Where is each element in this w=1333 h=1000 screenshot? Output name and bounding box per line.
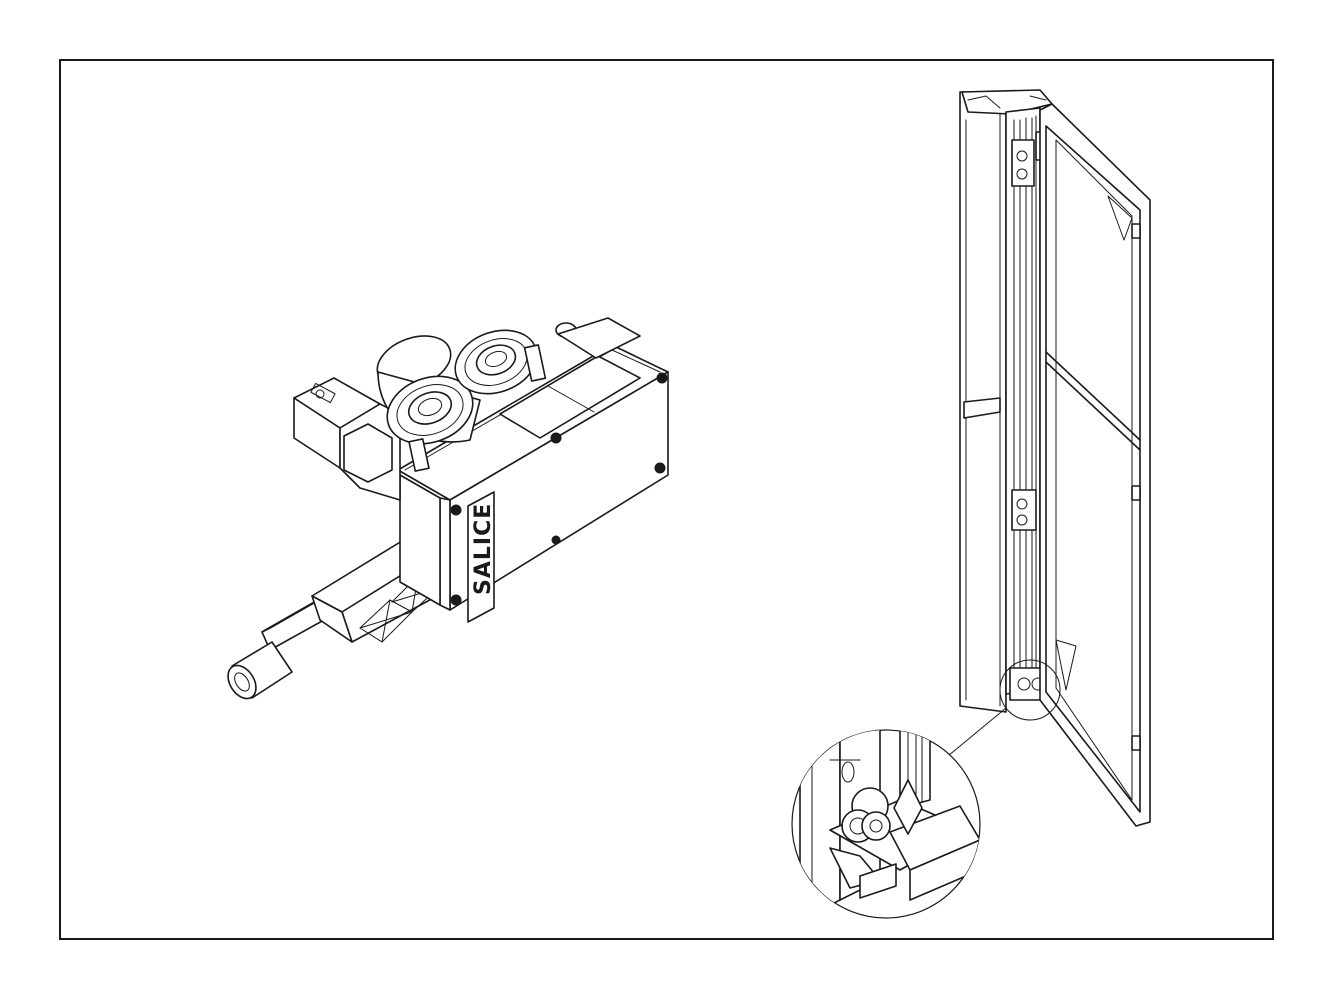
callout-circle [999, 659, 1061, 721]
handle-knob [227, 641, 293, 700]
open-door [1039, 103, 1151, 827]
screw-icon [550, 432, 562, 444]
rear-pin [555, 317, 641, 359]
callout-leader [947, 707, 1007, 757]
brand-logo: SALICE [471, 503, 496, 595]
drawing-border [59, 59, 1274, 940]
screw-icon [656, 372, 668, 384]
screw-icon [450, 594, 462, 606]
vertical-track [1005, 107, 1041, 695]
screw-icon [551, 535, 561, 545]
logo-panel [467, 491, 495, 623]
mounting-bracket [293, 377, 401, 501]
detail-panel [799, 730, 841, 918]
hinge-middle [1011, 489, 1037, 531]
wheel-front [386, 375, 474, 445]
magnified-detail [791, 729, 981, 919]
roller-carriage-illustration: SALICE [227, 317, 669, 700]
clip [523, 344, 547, 382]
clip [408, 438, 430, 472]
wheel-rear [454, 329, 538, 395]
screw-icon [450, 504, 462, 516]
carriage-body: SALICE [397, 344, 669, 623]
shelf [963, 397, 1001, 419]
pocket-door-cabinet [947, 89, 1151, 827]
screw-icon [654, 462, 666, 474]
